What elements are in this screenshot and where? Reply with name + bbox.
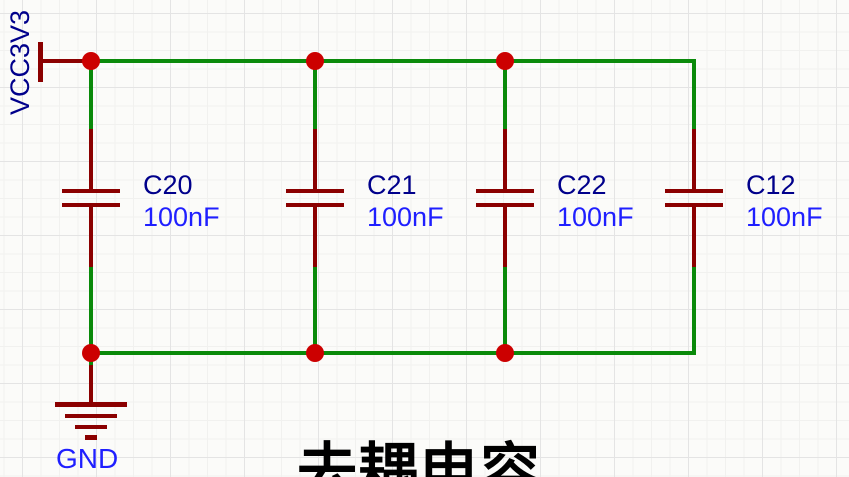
capacitor-lead-bottom	[89, 207, 93, 267]
capacitor-lead-top	[692, 129, 696, 191]
capacitor-label-c21: C21 100nF	[367, 169, 444, 233]
designator-label[interactable]: C21	[367, 170, 417, 200]
wire-c21-bottom[interactable]	[313, 263, 317, 355]
capacitor-plate	[665, 189, 723, 193]
value-label[interactable]: 100nF	[746, 202, 823, 232]
capacitor-label-c20: C20 100nF	[143, 169, 220, 233]
wire-bottom-rail[interactable]	[89, 351, 696, 355]
capacitor-plate	[476, 189, 534, 193]
wire-c22-bottom[interactable]	[503, 263, 507, 355]
junction-dot	[306, 344, 324, 362]
junction-dot	[496, 344, 514, 362]
capacitor-symbol-c22[interactable]	[476, 129, 534, 267]
capacitor-lead-bottom	[503, 207, 507, 267]
wire-top-rail[interactable]	[89, 59, 696, 63]
capacitor-label-c12: C12 100nF	[746, 169, 823, 233]
capacitor-symbol-c21[interactable]	[286, 129, 344, 267]
capacitor-lead-top	[313, 129, 317, 191]
capacitor-plate	[286, 203, 344, 207]
capacitor-lead-top	[89, 129, 93, 191]
capacitor-lead-bottom	[313, 207, 317, 267]
junction-dot	[82, 52, 100, 70]
designator-label[interactable]: C20	[143, 170, 193, 200]
wire-c21-top[interactable]	[313, 59, 317, 133]
wire-c12-top[interactable]	[692, 59, 696, 133]
designator-label[interactable]: C12	[746, 170, 796, 200]
ground-symbol-bar4	[85, 435, 97, 440]
capacitor-label-c22: C22 100nF	[557, 169, 634, 233]
wire-c22-top[interactable]	[503, 59, 507, 133]
power-symbol-lead	[40, 59, 91, 63]
sheet-title[interactable]: 去耦电容	[297, 438, 541, 477]
designator-label[interactable]: C22	[557, 170, 607, 200]
ground-symbol-bar1	[55, 402, 127, 407]
junction-dot	[306, 52, 324, 70]
capacitor-symbol-c12[interactable]	[665, 129, 723, 267]
capacitor-lead-bottom	[692, 207, 696, 267]
capacitor-symbol-c20[interactable]	[62, 129, 120, 267]
capacitor-plate	[286, 189, 344, 193]
ground-symbol-bar2	[65, 414, 117, 418]
capacitor-plate	[476, 203, 534, 207]
wire-c20-bottom[interactable]	[89, 263, 93, 355]
value-label[interactable]: 100nF	[143, 202, 220, 232]
net-label-vcc3v3[interactable]: VCC3V3	[5, 9, 35, 115]
junction-dot	[82, 344, 100, 362]
value-label[interactable]: 100nF	[367, 202, 444, 232]
wire-c12-bottom[interactable]	[692, 263, 696, 355]
ground-symbol-stem	[89, 365, 93, 405]
capacitor-plate	[62, 203, 120, 207]
ground-symbol-bar3	[75, 425, 107, 429]
value-label[interactable]: 100nF	[557, 202, 634, 232]
capacitor-plate	[62, 189, 120, 193]
net-label-gnd[interactable]: GND	[56, 443, 119, 474]
junction-dot	[496, 52, 514, 70]
capacitor-lead-top	[503, 129, 507, 191]
wire-c20-top[interactable]	[89, 59, 93, 133]
capacitor-plate	[665, 203, 723, 207]
